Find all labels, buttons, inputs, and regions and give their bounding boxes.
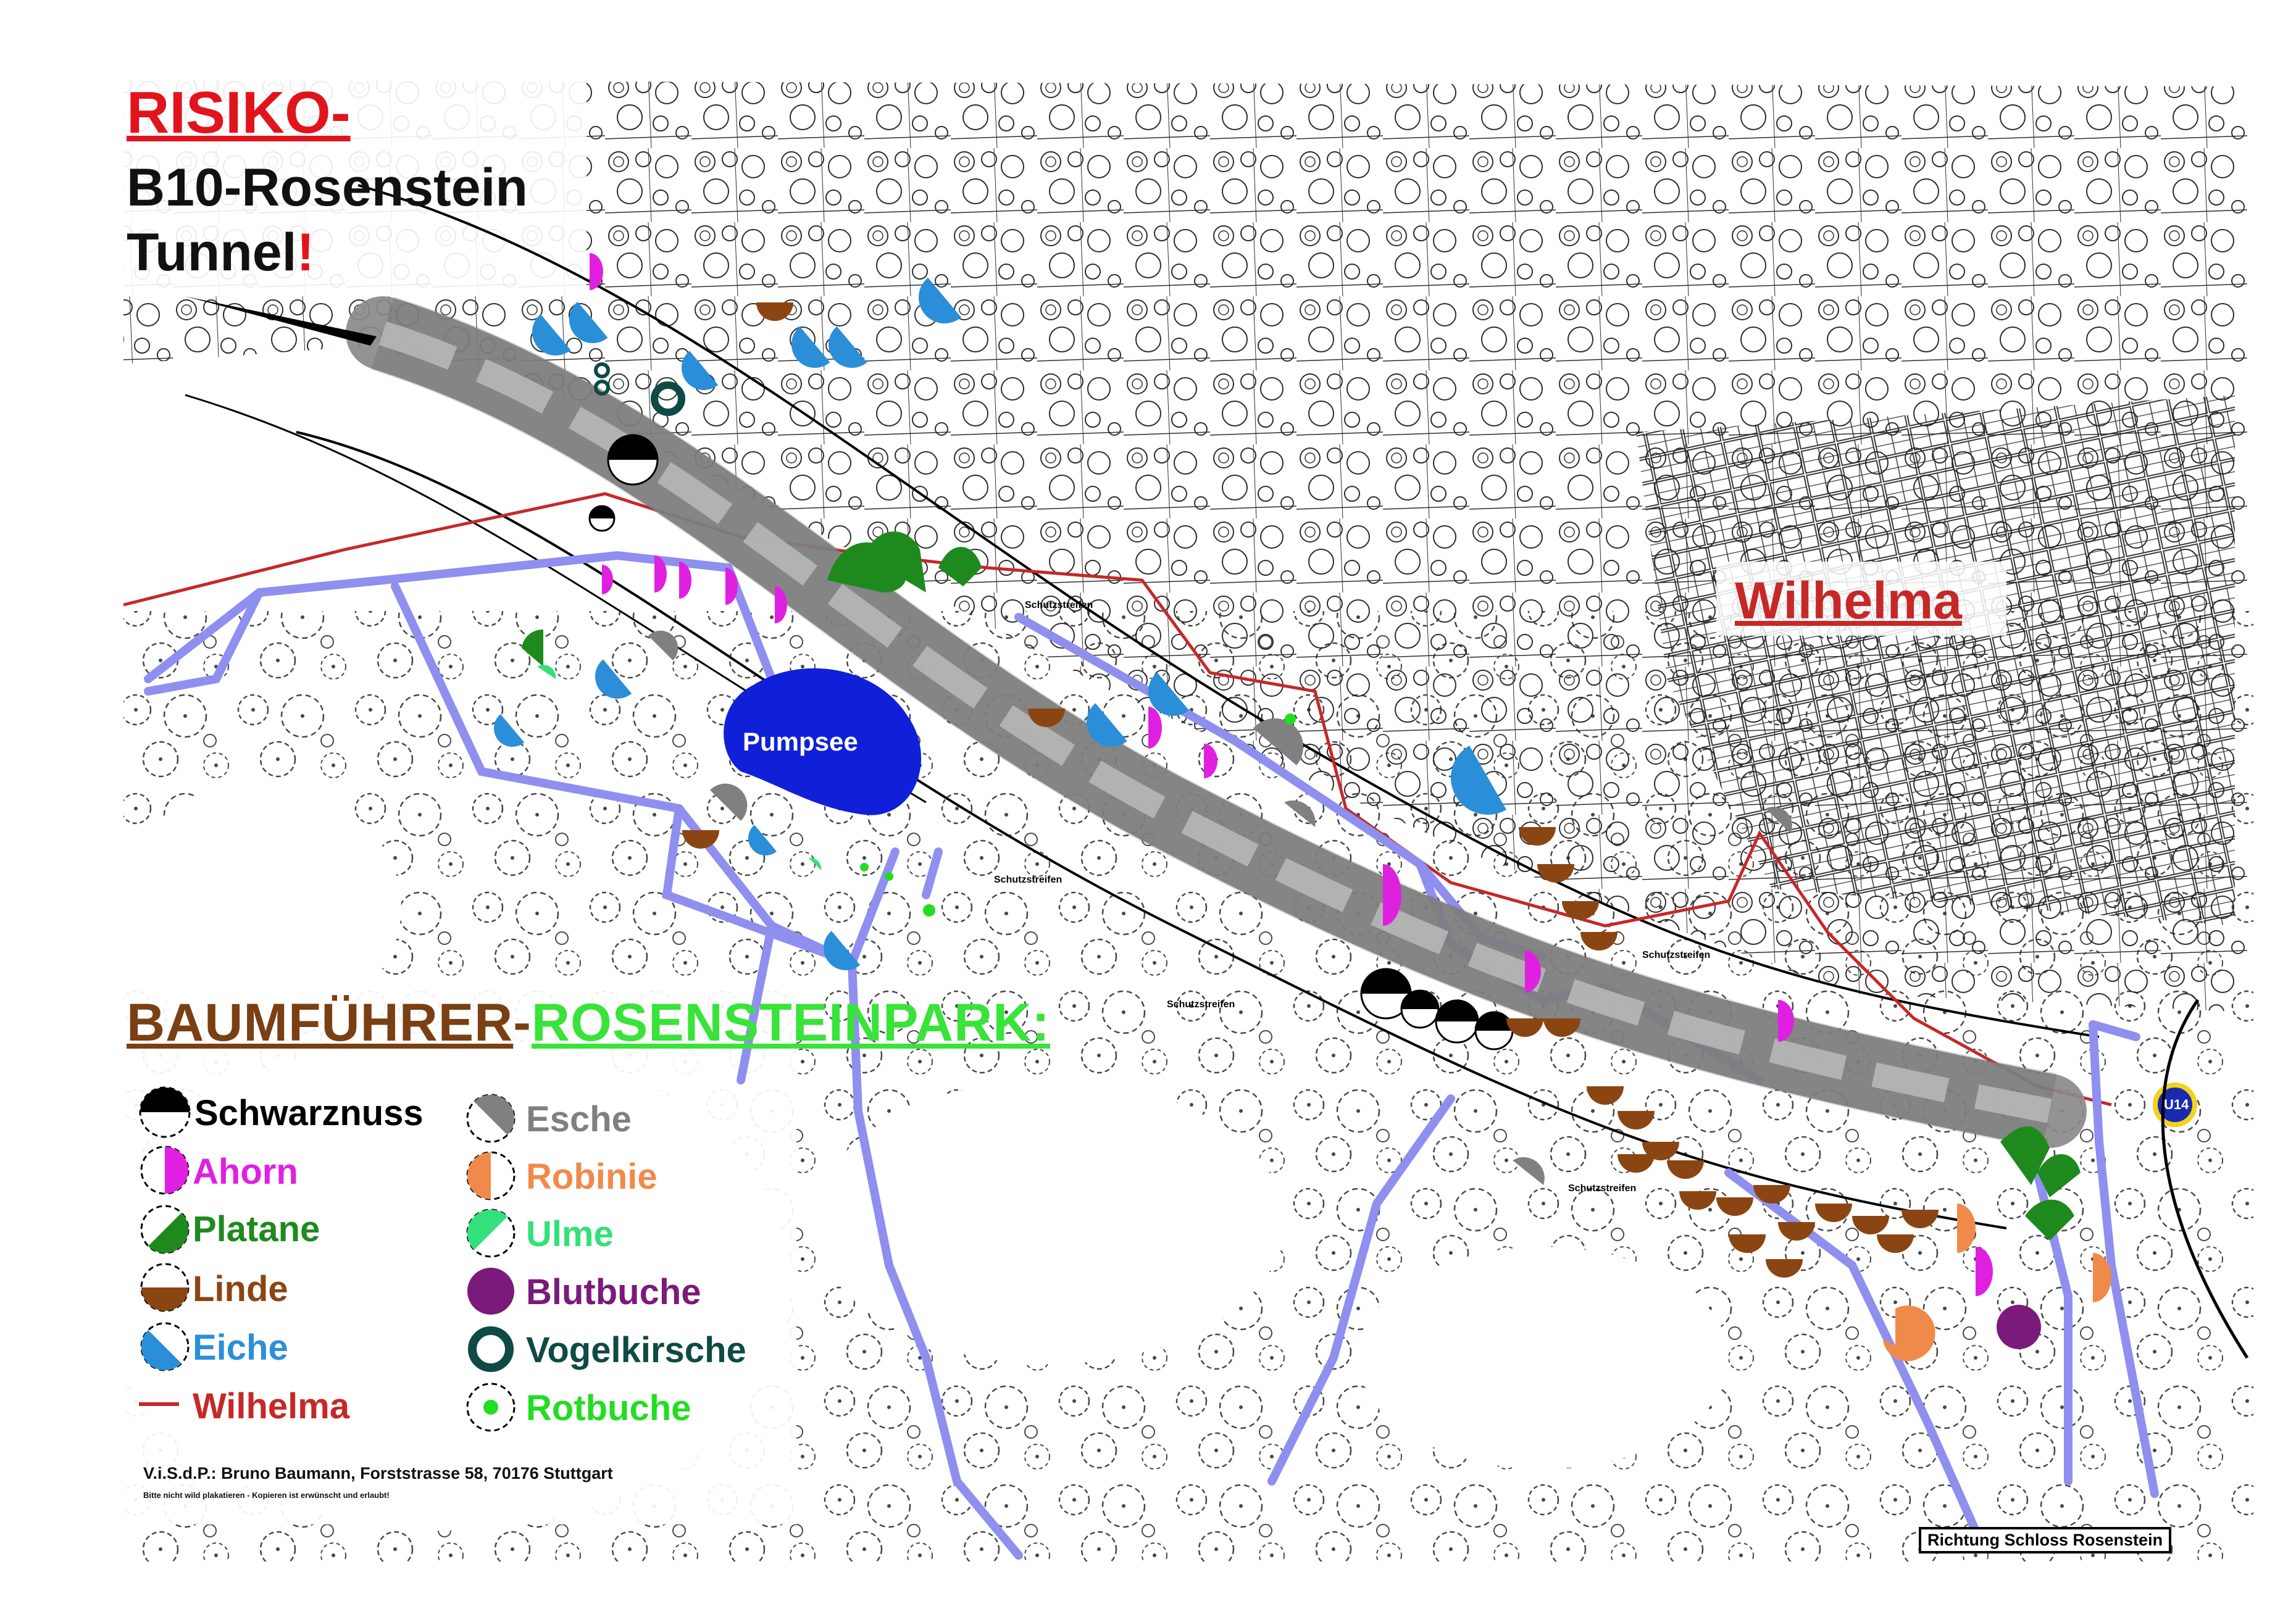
copy-note: Bitte nicht wild plakatieren - Kopieren … xyxy=(143,1491,390,1500)
title-tunnel-text: Tunnel xyxy=(127,223,297,282)
clearing-east xyxy=(1358,1247,1729,1469)
legend-symbol-rotbuche xyxy=(466,1383,516,1432)
schutzstreifen-labels: Schutzstreifen Schutzstreifen Schutzstre… xyxy=(994,600,1710,1194)
legend-label-robinie: Robinie xyxy=(526,1157,657,1197)
legend-label-ahorn: Ahorn xyxy=(193,1152,298,1192)
legend-symbols xyxy=(139,1086,516,1432)
legend-label-wilhelma: Wilhelma xyxy=(193,1386,350,1426)
direction-sign: Richtung Schloss Rosenstein xyxy=(1919,1527,2172,1553)
schutzstreifen-label-4: Schutzstreifen xyxy=(1642,950,1710,960)
wilhelma-buildings xyxy=(1636,395,2235,926)
legend-label-linde: Linde xyxy=(193,1269,288,1309)
east-road xyxy=(2161,999,2249,1359)
legend-label-blutbuche: Blutbuche xyxy=(526,1272,701,1312)
clearing-south xyxy=(815,1080,1284,1364)
pumpsee-label: Pumpsee xyxy=(743,727,858,756)
guide-heading: BAUMFÜHRER-ROSENSTEINPARK: xyxy=(127,992,1050,1054)
legend-label-schwarznuss: Schwarznuss xyxy=(194,1093,424,1133)
title-b10-rosenstein: B10-Rosenstein xyxy=(127,158,528,217)
legend-label-ulme: Ulme xyxy=(526,1214,614,1254)
legend-symbol-ulme xyxy=(466,1208,516,1258)
legend-label-esche: Esche xyxy=(526,1099,632,1139)
wilhelma-label-backdrop xyxy=(1716,562,2006,636)
schutzstreifen-line-north xyxy=(357,184,2100,1038)
pumpsee-lake xyxy=(724,668,922,815)
schutzstreifen-line-south xyxy=(296,431,2007,1229)
legend-symbol-ahorn xyxy=(140,1146,190,1195)
legend-label-rotbuche: Rotbuche xyxy=(526,1388,691,1428)
legend-symbol-vogelkirsche xyxy=(468,1326,514,1372)
legend-symbol-robinie xyxy=(466,1151,516,1200)
legend-symbol-linde xyxy=(140,1263,190,1312)
legend-label-eiche: Eiche xyxy=(193,1328,288,1368)
u14-label: U14 xyxy=(2164,1097,2189,1112)
title-pointer xyxy=(185,296,377,346)
legend-symbol-blutbuche xyxy=(467,1268,514,1315)
schutzstreifen-label-3: Schutzstreifen xyxy=(1167,999,1235,1010)
legend-label-platane: Platane xyxy=(193,1209,320,1249)
clearing-west xyxy=(117,784,401,1031)
title-risiko: RISIKO- xyxy=(127,80,351,146)
map-trees xyxy=(494,253,2111,1362)
guide-heading-part1: BAUMFÜHRER xyxy=(127,993,514,1052)
tunnel-corridor-center xyxy=(379,321,2052,1123)
schutzstreifen-label-2: Schutzstreifen xyxy=(994,875,1062,885)
title-backdrop xyxy=(117,74,587,296)
legend-symbol-platane xyxy=(140,1205,190,1254)
legend-label-vogelkirsche: Vogelkirsche xyxy=(526,1330,746,1370)
schutzstreifen-label-1: Schutzstreifen xyxy=(1025,600,1093,610)
legend-symbol-eiche xyxy=(140,1322,190,1371)
title-tunnel: Tunnel! xyxy=(127,222,314,283)
legend-backdrop xyxy=(117,981,796,1524)
schutzstreifen-label-5: Schutzstreifen xyxy=(1568,1183,1636,1194)
imprint-text: V.i.S.d.P.: Bruno Baumann, Forststrasse … xyxy=(143,1464,613,1483)
legend-symbol-schwarznuss xyxy=(139,1086,191,1138)
title-exclamation: ! xyxy=(296,223,315,282)
guide-heading-dash: - xyxy=(513,993,532,1052)
legend-symbol-esche xyxy=(466,1094,516,1143)
wilhelma-label: Wilhelma xyxy=(1735,572,1962,630)
guide-heading-part2: ROSENSTEINPARK: xyxy=(531,993,1050,1052)
urban-area xyxy=(123,80,2247,1012)
